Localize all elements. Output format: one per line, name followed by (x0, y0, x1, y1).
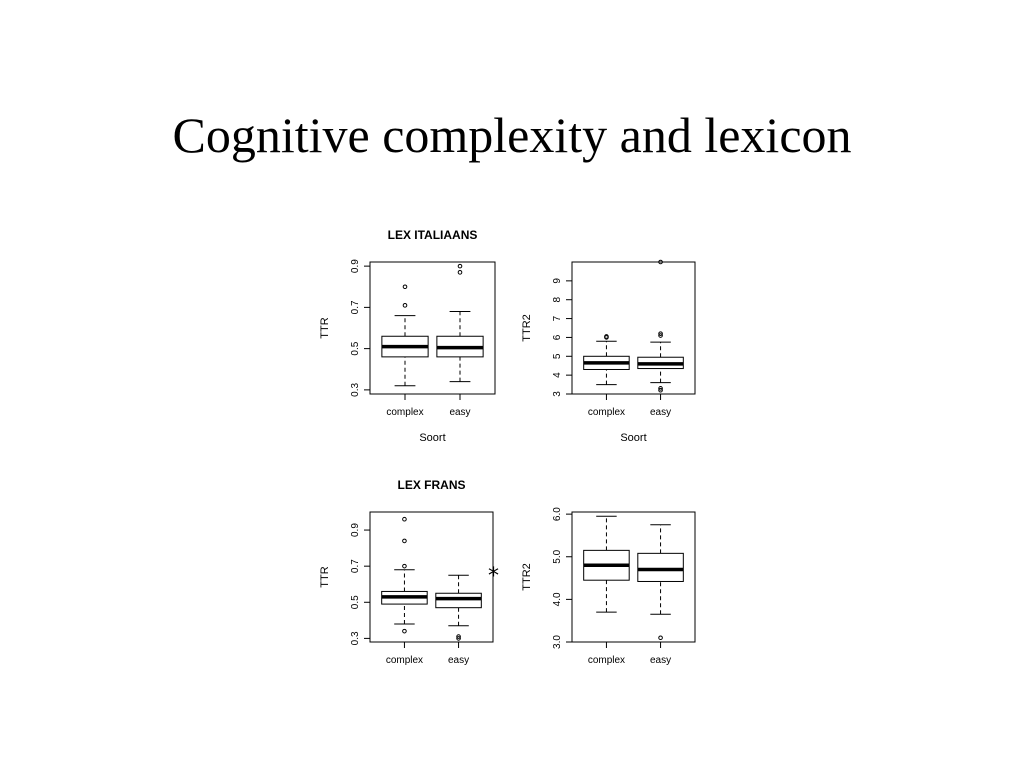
y-tick-label: 0.3 (350, 631, 361, 645)
x-tick-label: easy (650, 407, 671, 418)
plot-frame (369, 511, 494, 643)
y-tick-label: 6 (552, 334, 563, 340)
outlier-point (658, 635, 663, 641)
y-tick-label: 0.9 (350, 523, 361, 537)
significance-marker: * (488, 564, 499, 589)
box-easy (637, 259, 684, 393)
iqr-box (435, 592, 482, 609)
y-tick-label: 6.0 (552, 507, 563, 521)
outlier-point (402, 563, 407, 569)
box-complex (583, 334, 630, 386)
y-tick-label: 8 (552, 296, 563, 302)
outlier-point (658, 333, 663, 338)
chart-title: LEX ITALIAANS (388, 228, 478, 242)
outlier-point (457, 270, 463, 275)
y-axis-label: TTR (319, 566, 331, 587)
outlier-point (402, 303, 408, 308)
x-tick-label: complex (386, 655, 423, 666)
y-tick-label: 7 (552, 315, 563, 321)
y-tick-label: 5 (552, 353, 563, 359)
y-tick-label: 0.7 (350, 559, 361, 573)
iqr-box (637, 552, 684, 582)
y-tick-label: 5.0 (552, 549, 563, 563)
y-axis-label: TTR2 (521, 314, 533, 342)
outlier-point (457, 263, 463, 269)
x-axis-label: Soort (620, 432, 646, 444)
outlier-point (456, 636, 461, 641)
y-axis-label: TTR (319, 317, 331, 338)
x-tick-label: complex (386, 407, 423, 418)
box-complex (583, 515, 630, 613)
box-complex (381, 516, 428, 634)
plot-frame (571, 511, 696, 643)
y-tick-label: 0.5 (350, 341, 361, 355)
outlier-point (402, 538, 407, 544)
outlier-point (658, 331, 663, 336)
y-tick-label: 0.9 (350, 259, 361, 273)
outlier-point (604, 334, 609, 339)
y-tick-label: 0.7 (350, 300, 361, 314)
plot-frame (369, 261, 496, 395)
outlier-point (456, 634, 461, 639)
y-tick-label: 4 (552, 372, 563, 378)
box-easy (436, 263, 484, 383)
box-easy (435, 574, 482, 641)
x-tick-label: easy (650, 655, 671, 666)
y-tick-label: 3.0 (552, 635, 563, 649)
outlier-point (658, 386, 663, 391)
outlier-point (402, 284, 408, 290)
box-easy (637, 524, 684, 641)
x-tick-label: easy (449, 407, 470, 418)
y-tick-label: 0.3 (350, 382, 361, 396)
y-tick-label: 9 (552, 278, 563, 284)
y-tick-label: 4.0 (552, 592, 563, 606)
outlier-point (402, 628, 407, 634)
x-axis-label: Soort (419, 432, 445, 444)
outlier-point (658, 387, 663, 393)
x-tick-label: complex (588, 407, 625, 418)
outlier-point (658, 259, 663, 265)
y-tick-label: 0.5 (350, 595, 361, 609)
y-axis-label: TTR2 (521, 563, 533, 591)
x-tick-label: complex (588, 655, 625, 666)
y-tick-label: 3 (552, 391, 563, 397)
chart-title: LEX FRANS (397, 478, 465, 492)
x-tick-label: easy (448, 655, 469, 666)
slide-title: Cognitive complexity and lexicon (172, 107, 852, 163)
outlier-point (402, 516, 407, 522)
plot-frame (571, 261, 696, 395)
box-complex (381, 284, 429, 387)
